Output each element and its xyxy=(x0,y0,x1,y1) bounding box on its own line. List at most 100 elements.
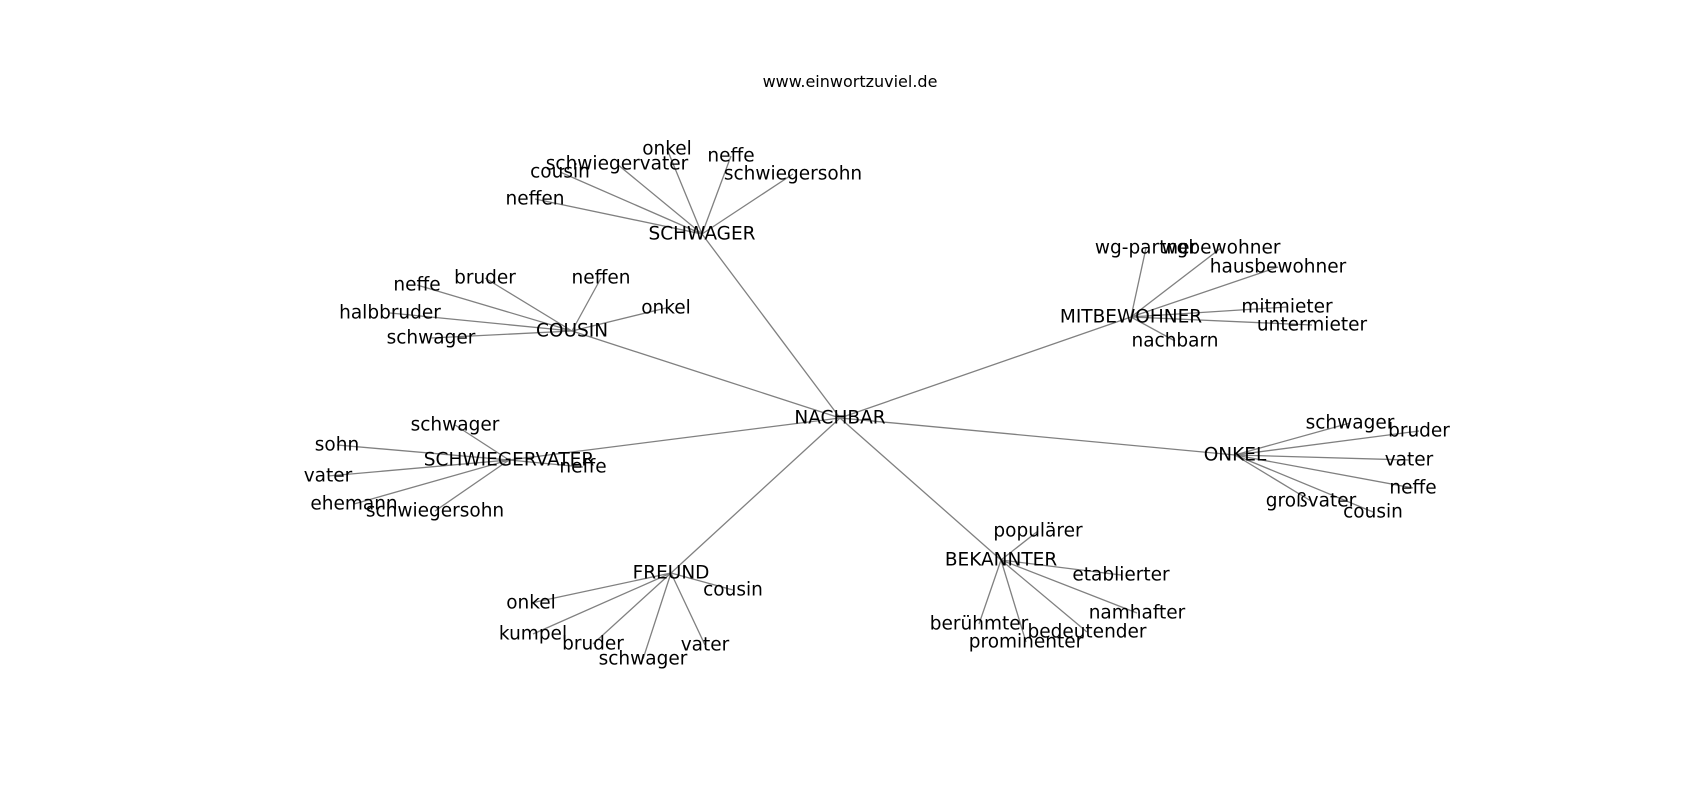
edge-freund-vater xyxy=(670,572,706,646)
edge-freund-kumpel xyxy=(532,572,672,635)
leaf-label: populärer xyxy=(993,521,1083,542)
edge-mitbewohner-wg-partner xyxy=(1130,247,1147,318)
edge-bekannter-berühmter xyxy=(978,559,1002,625)
leaf-label: schwiegervater xyxy=(546,154,689,175)
edge-schwager-neffe xyxy=(701,155,732,235)
leaf-label: schwiegersohn xyxy=(724,164,862,185)
edge-root-bekannter xyxy=(839,417,1002,561)
edge-schwager-schwiegervater xyxy=(616,163,703,235)
leaf-label: schwiegersohn xyxy=(366,501,504,522)
edge-schwiegervater-vater xyxy=(327,459,510,477)
edge-bekannter-populärer xyxy=(1000,530,1039,561)
leaf-label: cousin xyxy=(703,580,763,601)
leaf-label: schwager xyxy=(599,649,688,670)
leaf-label: sohn xyxy=(315,435,359,456)
edge-mitbewohner-mitmieter xyxy=(1130,306,1288,318)
leaf-label: schwager xyxy=(411,415,500,436)
leaf-label: neffe xyxy=(707,146,754,167)
edge-onkel-vater xyxy=(1234,454,1410,461)
leaf-label: neffe xyxy=(1389,478,1436,499)
leaf-label: schwager xyxy=(387,328,476,349)
edge-mitbewohner-untermieter xyxy=(1130,316,1313,326)
labels-layer: onkel neffe schwiegervater schwiegersohn cou… xyxy=(304,139,1451,670)
leaf-label: halbbruder xyxy=(339,303,441,324)
leaf-label: vater xyxy=(304,466,353,487)
edge-cousin-neffen xyxy=(571,277,602,332)
edge-freund-bruder xyxy=(592,572,672,645)
edge-cousin-schwager xyxy=(430,330,573,339)
leaf-label: neffen xyxy=(572,268,631,289)
edge-schwiegervater-sohn xyxy=(336,444,510,461)
leaf-label: mitmieter xyxy=(1241,297,1333,318)
edge-bekannter-prominenter xyxy=(1000,559,1027,643)
leaf-label: prominenter xyxy=(969,632,1084,653)
leaf-label: neffen xyxy=(506,189,565,210)
leaf-label: neffe xyxy=(393,275,440,296)
edge-schwiegervater-schwiegersohn xyxy=(434,459,510,512)
hub-label-schwiegervater: SCHWIEGERVATER xyxy=(424,450,595,471)
leaf-label: hausbewohner xyxy=(1210,257,1347,278)
edge-onkel-neffe xyxy=(1234,454,1414,489)
edge-mitbewohner-nachbarn xyxy=(1130,316,1176,342)
edge-schwiegervater-schwager xyxy=(454,424,510,461)
leaf-label: onkel xyxy=(641,298,691,319)
edge-schwiegervater-neffe xyxy=(508,459,584,468)
leaf-label: schwager xyxy=(1306,413,1395,434)
edge-freund-onkel xyxy=(530,572,672,604)
edge-bekannter-namhafter xyxy=(1000,559,1138,614)
edge-cousin-neffe xyxy=(416,284,573,332)
leaf-label: bruder xyxy=(454,268,516,289)
hub-label-mitbewohner: MITBEWOHNER xyxy=(1060,307,1202,328)
leaf-label: großvater xyxy=(1266,491,1357,512)
edge-root-onkel xyxy=(839,417,1236,456)
edge-schwager-schwiegersohn xyxy=(701,173,794,235)
edge-freund-schwager xyxy=(642,572,672,660)
leaf-label: cousin xyxy=(1343,502,1403,523)
leaf-label: onkel xyxy=(642,139,692,160)
edge-onkel-großvater xyxy=(1234,454,1312,502)
hub-label-freund: FREUND xyxy=(633,563,710,584)
leaf-label: ehemann xyxy=(310,494,397,515)
leaf-label: etablierter xyxy=(1072,565,1170,586)
hub-label-cousin: COUSIN xyxy=(536,321,608,342)
leaf-label: neffe xyxy=(559,457,606,478)
edge-root-mitbewohner xyxy=(839,316,1132,419)
edge-freund-cousin xyxy=(670,572,734,591)
edge-cousin-onkel xyxy=(571,307,667,332)
leaf-label: onkel xyxy=(506,593,556,614)
leaf-label: untermieter xyxy=(1257,315,1368,336)
leaf-label: bedeutender xyxy=(1027,622,1146,643)
hub-label-schwager: SCHWAGER xyxy=(648,224,755,245)
edge-root-freund xyxy=(670,417,841,574)
edge-schwiegervater-ehemann xyxy=(353,459,510,505)
edge-root-schwager xyxy=(701,233,841,419)
edge-bekannter-etablierter xyxy=(1000,559,1122,576)
edge-onkel-bruder xyxy=(1234,430,1420,456)
edge-schwager-onkel xyxy=(666,148,703,235)
leaf-label: cousin xyxy=(530,162,590,183)
edge-cousin-bruder xyxy=(484,277,573,332)
edges-layer xyxy=(327,148,1420,660)
edge-onkel-schwager xyxy=(1234,422,1351,456)
edge-schwager-neffen xyxy=(534,198,703,235)
leaf-label: wgbewohner xyxy=(1162,238,1281,259)
edge-root-cousin xyxy=(571,330,841,419)
leaf-label: kumpel xyxy=(499,624,567,645)
edge-bekannter-bedeutender xyxy=(1000,559,1088,633)
hub-label-bekannter: BEKANNTER xyxy=(945,550,1058,571)
leaf-label: vater xyxy=(1385,450,1434,471)
root-label: NACHBAR xyxy=(794,408,885,429)
leaf-label: namhafter xyxy=(1089,603,1186,624)
leaf-label: bruder xyxy=(1388,421,1450,442)
site-url-label: www.einwortzuviel.de xyxy=(762,72,938,91)
edge-cousin-halbbruder xyxy=(389,312,573,332)
edge-mitbewohner-hausbewohner xyxy=(1130,266,1279,318)
leaf-label: berühmter xyxy=(930,614,1029,635)
hub-label-onkel: ONKEL xyxy=(1204,445,1267,466)
leaf-label: wg-partner xyxy=(1095,238,1198,259)
edge-onkel-cousin xyxy=(1234,454,1374,513)
leaf-label: bruder xyxy=(562,634,624,655)
leaf-label: nachbarn xyxy=(1131,331,1218,352)
edge-root-schwiegervater xyxy=(508,417,841,461)
